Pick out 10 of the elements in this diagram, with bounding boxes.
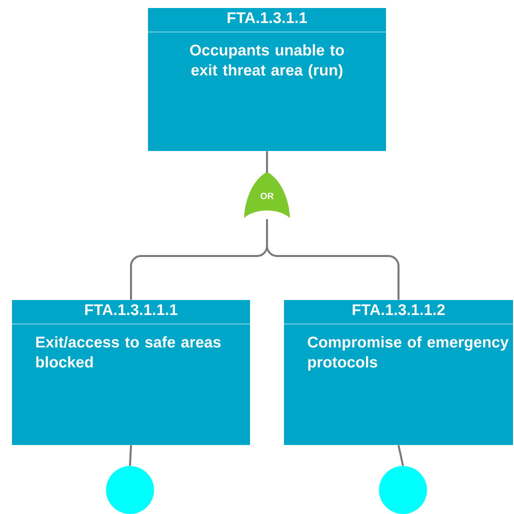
or-gate: OR xyxy=(244,172,290,218)
basic-event-circle xyxy=(106,466,154,514)
connector-line xyxy=(129,445,132,466)
connector-line xyxy=(266,219,400,300)
connector-line xyxy=(266,151,268,173)
event-box: FTA.1.3.1.1 Occupants unable to exit threat area (run) xyxy=(148,8,386,151)
event-box: FTA.1.3.1.1.1 Exit/access to safe areas blocked xyxy=(12,300,250,445)
basic-event-circle xyxy=(379,466,427,514)
event-box: FTA.1.3.1.1.2 Compromise of emergency protocols xyxy=(284,300,514,445)
connector-line xyxy=(398,444,404,466)
